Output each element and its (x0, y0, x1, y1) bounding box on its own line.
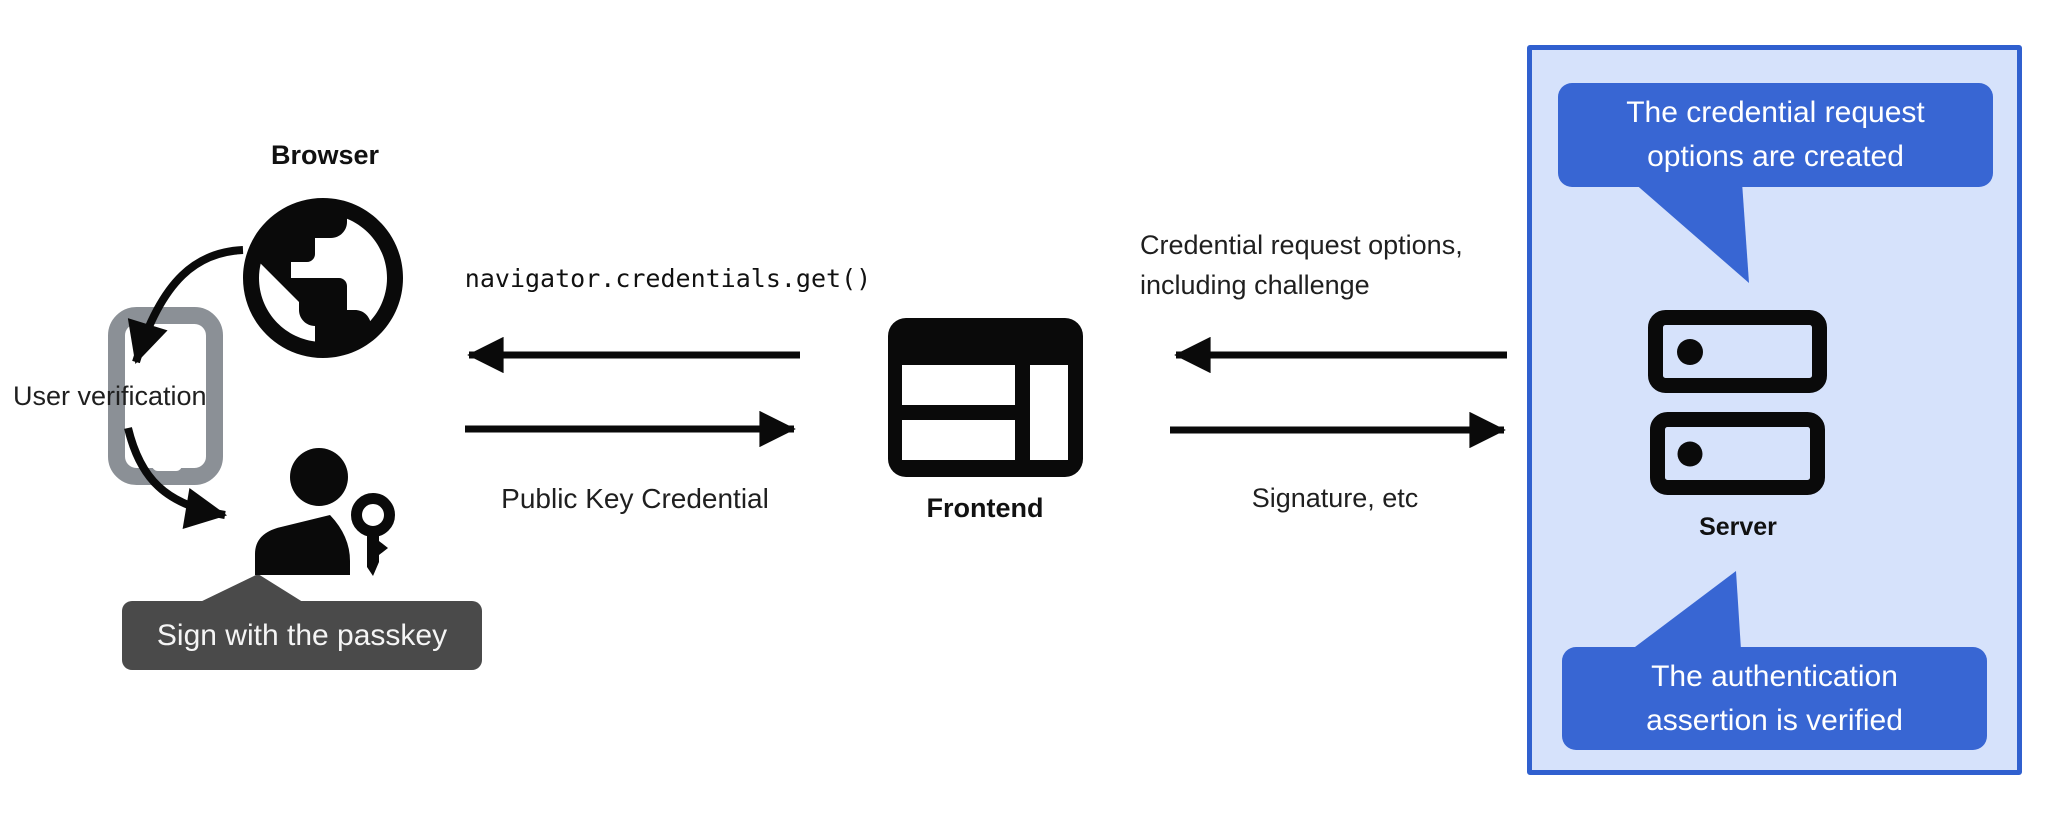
user-verification-label: User verification (13, 381, 207, 411)
server-note-created: The credential request options are creat… (1558, 83, 1993, 187)
server-icon (1648, 310, 1827, 495)
server-note-created-line2: options are created (1647, 140, 1904, 173)
signature-label: Signature, etc (1251, 483, 1419, 513)
phone-home-bar (152, 458, 182, 471)
user-head (290, 448, 348, 506)
tooltip-pointer (196, 574, 306, 604)
user-icon (255, 448, 350, 575)
server-note-verified-line2: assertion is verified (1646, 703, 1903, 737)
server-note-verified-line1: The authentication (1651, 659, 1898, 693)
browser-globe-icon (243, 198, 403, 358)
server-note-created-line1: The credential request (1626, 96, 1925, 129)
credential-request-options-label: Credential request options, including ch… (1140, 225, 1463, 305)
server-label: Server (1699, 513, 1777, 541)
frontend-pane-right (1030, 365, 1068, 460)
server-rack-top (1648, 310, 1827, 393)
frontend-pane-bottom (902, 420, 1015, 460)
server-rack-bottom (1650, 412, 1825, 495)
frontend-label: Frontend (926, 493, 1044, 523)
key-ring (351, 493, 395, 537)
sign-with-passkey-tooltip: Sign with the passkey (122, 601, 482, 670)
server-led-top (1677, 339, 1703, 365)
server-note-verified: The authentication assertion is verified (1562, 647, 1987, 750)
api-call-label: navigator.credentials.get() (464, 264, 872, 293)
credential-request-options-line1: Credential request options, (1140, 230, 1463, 260)
key-stem (367, 530, 388, 576)
passkey-icon (351, 493, 395, 576)
browser-label: Browser (270, 140, 380, 170)
frontend-window-icon (888, 318, 1083, 477)
sign-with-passkey-label: Sign with the passkey (156, 618, 448, 652)
frontend-pane-top (902, 365, 1015, 405)
server-led-bottom (1677, 441, 1703, 467)
public-key-credential-label: Public Key Credential (501, 483, 769, 514)
user-torso (255, 515, 350, 575)
credential-request-options-line2: including challenge (1140, 270, 1370, 300)
